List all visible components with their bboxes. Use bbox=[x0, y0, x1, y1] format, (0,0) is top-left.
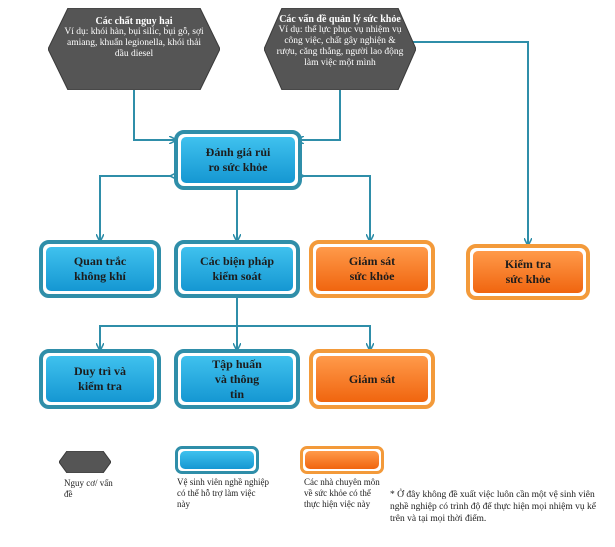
issues-to-check-connector bbox=[400, 41, 528, 244]
health-surveillance-label: Giám sát sức khỏe bbox=[316, 247, 428, 291]
hexagon-shape bbox=[264, 8, 416, 90]
hazard-body: Ví dụ: khói hàn, bụi silic, bụi gỗ, sợi … bbox=[64, 27, 204, 59]
health-issues-title: Các vấn đề quản lý sức khỏe bbox=[279, 14, 401, 25]
control-measures-box: Các biện pháp kiểm soát bbox=[174, 240, 300, 298]
control-measures-label: Các biện pháp kiểm soát bbox=[181, 247, 293, 291]
health-check-box: Kiểm tra sức khỏe bbox=[466, 244, 590, 300]
maintain-check-label: Duy trì và kiểm tra bbox=[46, 356, 154, 402]
legend-hygienist-label: Vệ sinh viên nghề nghiệp có thể hỗ trợ l… bbox=[177, 477, 269, 509]
training-info-label: Tập huấn và thông tin bbox=[181, 356, 293, 402]
hazard-hexagon: Các chất nguy hại Ví dụ: khói hàn, bụi s… bbox=[48, 8, 220, 90]
health-issues-body: Ví dụ: thể lực phục vụ nhiệm vụ công việ… bbox=[276, 25, 404, 68]
hazard-title: Các chất nguy hại bbox=[95, 16, 173, 27]
risk-assessment-box: Đánh giá rủi ro sức khỏe bbox=[174, 130, 302, 190]
legend-blue-fill bbox=[180, 451, 254, 469]
maintain-check-box: Duy trì và kiểm tra bbox=[39, 349, 161, 409]
legend-blue-swatch bbox=[175, 446, 259, 474]
legend-orange-swatch bbox=[300, 446, 384, 474]
training-info-box: Tập huấn và thông tin bbox=[174, 349, 300, 409]
legend-specialist-label: Các nhà chuyên môn về sức khỏe có thể th… bbox=[304, 477, 380, 509]
hazard-to-risk-connector bbox=[133, 86, 175, 140]
risk-assessment-label: Đánh giá rủi ro sức khỏe bbox=[181, 137, 295, 183]
health-issues-hexagon: Các vấn đề quản lý sức khỏe Ví dụ: thể l… bbox=[264, 8, 416, 90]
air-monitoring-label: Quan trắc không khí bbox=[46, 247, 154, 291]
risk-to-surveillance-connector bbox=[302, 176, 370, 240]
legend-hazard-label: Nguy cơ/ vấn đề bbox=[64, 478, 113, 499]
control-to-maintain-connector bbox=[100, 297, 238, 349]
legend-hexagon-icon bbox=[59, 451, 111, 473]
control-to-monitor-connector bbox=[237, 325, 370, 349]
hexagon-shape bbox=[48, 8, 220, 90]
surveillance-box: Giám sát bbox=[309, 349, 435, 409]
issues-to-risk-connector bbox=[298, 86, 341, 140]
risk-to-air-connector bbox=[100, 176, 172, 240]
air-monitoring-box: Quan trắc không khí bbox=[39, 240, 161, 298]
legend-orange-fill bbox=[305, 451, 379, 469]
health-surveillance-box: Giám sát sức khỏe bbox=[309, 240, 435, 298]
footnote: * Ở đây không đề xuất việc luôn cần một … bbox=[390, 490, 596, 524]
health-check-label: Kiểm tra sức khỏe bbox=[473, 251, 583, 293]
surveillance-label: Giám sát bbox=[316, 356, 428, 402]
